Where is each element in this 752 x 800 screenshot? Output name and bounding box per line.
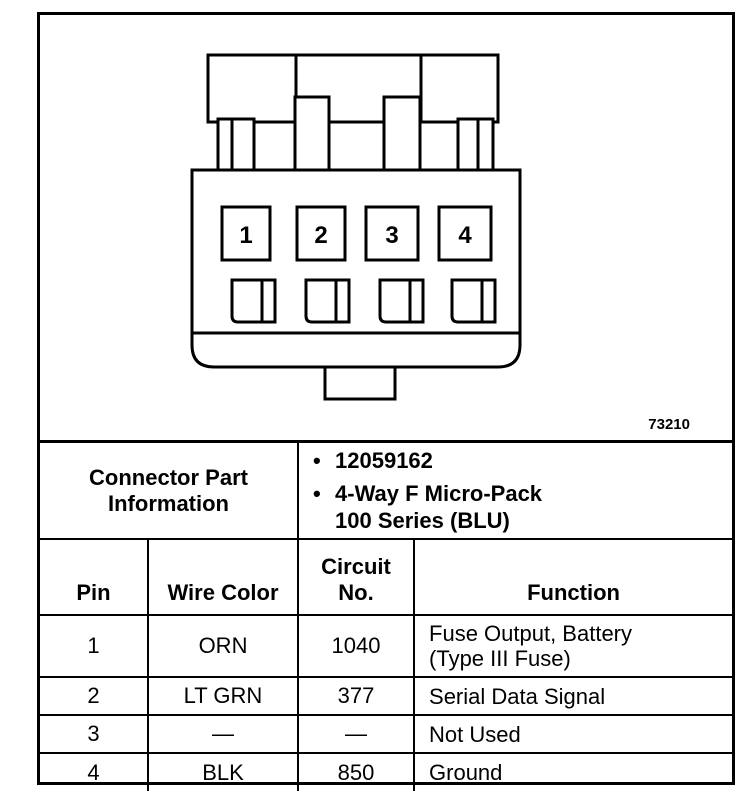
circuit-cell: 850: [297, 752, 416, 791]
header-circuit-line2: No.: [338, 580, 374, 605]
connector-info-list: 12059162 4-Way F Micro-Pack 100 Series (…: [297, 440, 733, 540]
table-row: 4 BLK 850 Ground: [40, 752, 733, 791]
header-wire-color: Wire Color: [146, 538, 300, 616]
pin-cell: 2: [40, 676, 149, 716]
figure-id: 73210: [648, 416, 690, 433]
circuit-cell: 377: [297, 676, 416, 716]
table-row: 1 ORN 1040 Fuse Output, Battery (Type II…: [40, 614, 733, 678]
connector-table: Connector Part Information 12059162 4-Wa…: [40, 440, 733, 791]
connector-info-row: Connector Part Information 12059162 4-Wa…: [40, 440, 733, 540]
circuit-cell: —: [297, 714, 416, 754]
pin-label-4: 4: [458, 222, 472, 249]
connector-series: 100 Series (BLU): [335, 508, 510, 533]
circuit-cell: 1040: [297, 614, 416, 678]
function-line2: (Type III Fuse): [429, 646, 571, 671]
wire-color-cell: BLK: [146, 752, 300, 791]
function-cell: Not Used: [413, 714, 733, 754]
header-circuit-line1: Circuit: [321, 554, 391, 579]
pin-label-1: 1: [239, 222, 252, 249]
pin-cell: 1: [40, 614, 149, 678]
pin-cell: 4: [40, 752, 149, 791]
pin-cell: 3: [40, 714, 149, 754]
wire-color-cell: ORN: [146, 614, 300, 678]
function-cell: Fuse Output, Battery (Type III Fuse): [413, 614, 733, 678]
connector-type: 4-Way F Micro-Pack: [313, 480, 732, 507]
header-function: Function: [413, 538, 733, 616]
table-row: 3 — — Not Used: [40, 714, 733, 754]
header-circuit: Circuit No.: [297, 538, 416, 616]
connector-illustration: 1 2 3 4: [190, 53, 522, 401]
part-number: 12059162: [313, 447, 732, 474]
function-cell: Serial Data Signal: [413, 676, 733, 716]
table-row: 2 LT GRN 377 Serial Data Signal: [40, 676, 733, 716]
diagram-frame: 1 2 3 4 73210 Connector Part Information…: [37, 12, 735, 791]
wire-color-cell: —: [146, 714, 300, 754]
pin-label-3: 3: [385, 222, 398, 249]
function-line1: Fuse Output, Battery: [429, 621, 632, 646]
header-pin: Pin: [40, 538, 149, 616]
table-header-row: Pin Wire Color Circuit No. Function: [40, 538, 733, 616]
pin-label-2: 2: [314, 222, 327, 249]
connector-info-label: Connector Part Information: [40, 440, 300, 540]
wire-color-cell: LT GRN: [146, 676, 300, 716]
connector-drawing: 1 2 3 4: [40, 15, 732, 440]
function-cell: Ground: [413, 752, 733, 791]
